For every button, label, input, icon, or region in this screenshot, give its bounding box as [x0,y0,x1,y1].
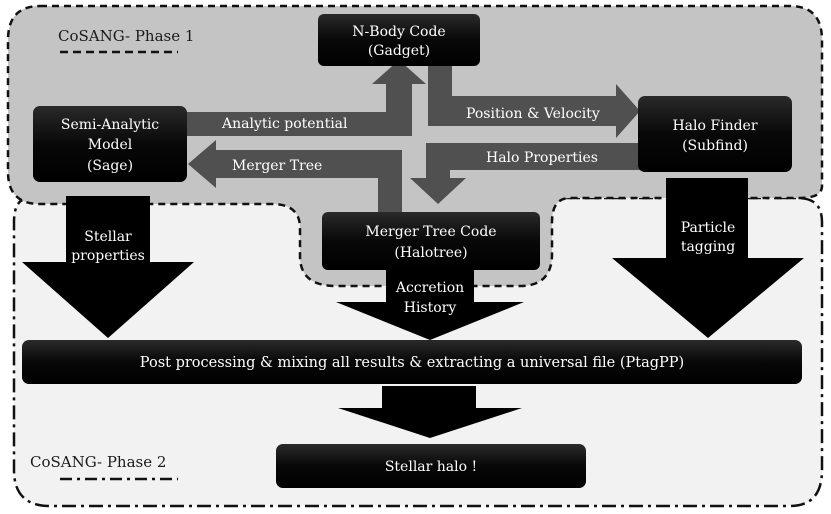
merger-tree-code-box [322,212,540,270]
halo-finder-title: Halo Finder [672,118,757,134]
stellar-properties-label-2: properties [71,248,145,264]
merger-tree-code-subtitle: (Halotree) [394,245,467,261]
semi-analytic-model-line2: Model [88,137,133,153]
semi-analytic-model-line3: (Sage) [87,158,133,174]
semi-analytic-model-line1: Semi-Analytic [61,117,159,133]
analytic-potential-arrow [186,60,426,136]
nbody-code-title: N-Body Code [352,24,445,40]
halo-properties-arrow [410,143,640,204]
post-processing-box [22,340,802,384]
post-processing-label: Post processing & mixing all results & e… [140,355,684,371]
position-velocity-arrow [428,64,640,138]
halo-properties-label: Halo Properties [486,150,598,166]
merger-tree-label: Merger Tree [232,158,322,174]
position-velocity-label: Position & Velocity [466,106,600,122]
stellar-properties-arrow [22,196,194,338]
phase2-label: CoSANG- Phase 2 [30,453,166,471]
nbody-code-subtitle: (Gadget) [368,43,430,59]
merger-tree-code-title: Merger Tree Code [365,224,496,240]
final-arrow [338,386,522,438]
stellar-halo-label: Stellar halo ! [385,459,477,475]
phase1-label: CoSANG- Phase 1 [58,27,194,45]
particle-tagging-arrow [612,178,804,338]
semi-analytic-model-box [33,106,187,182]
stellar-halo-box [276,444,586,488]
halo-finder-subtitle: (Subfind) [682,138,748,154]
particle-tagging-label-2: tagging [681,239,735,255]
accretion-history-label-1: Accretion [395,280,464,296]
merger-tree-arrow [188,140,402,214]
accretion-history-arrow [336,270,524,340]
nbody-code-box [318,14,480,66]
particle-tagging-label-1: Particle [681,220,736,236]
phase1-region [6,4,824,288]
halo-finder-box [638,96,792,172]
accretion-history-label-2: History [404,300,457,316]
analytic-potential-label: Analytic potential [221,116,348,132]
stellar-properties-label-1: Stellar [84,229,132,245]
